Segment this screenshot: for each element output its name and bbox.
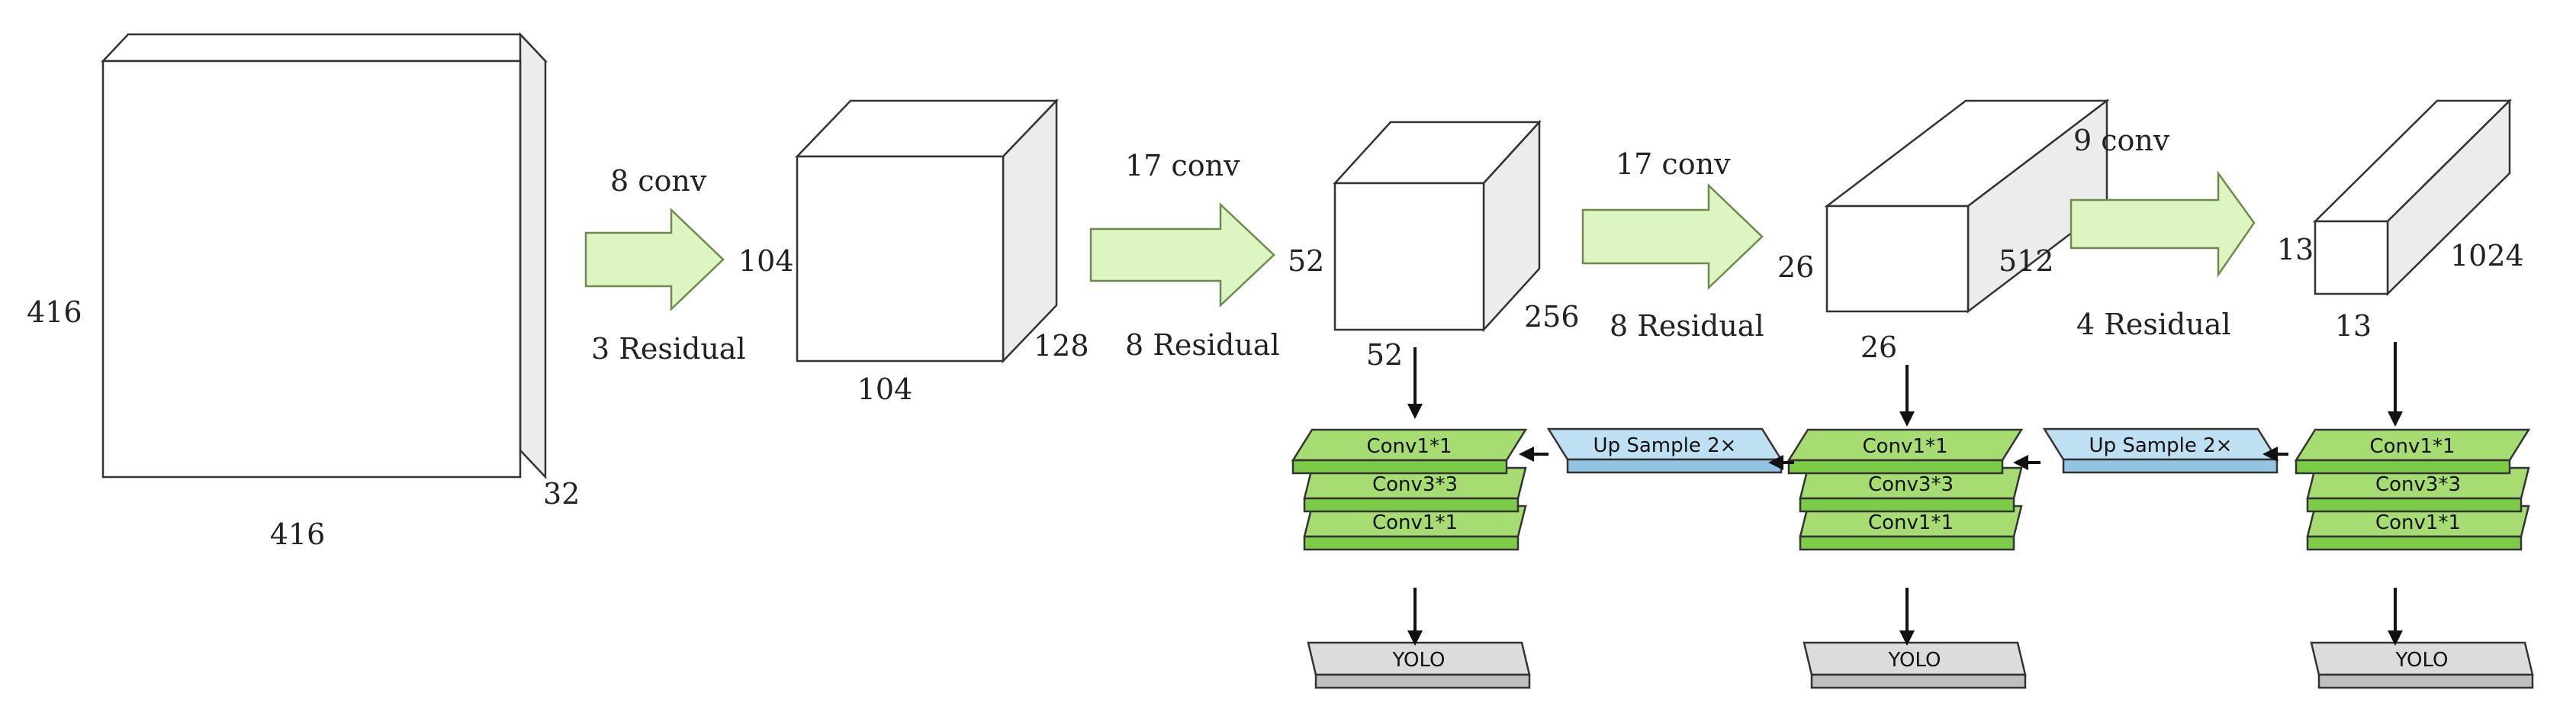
- plate-front-face: [1314, 673, 1531, 689]
- yolo-output: YOLO: [1307, 641, 1531, 689]
- conv-layer-1: Conv1*1: [2294, 428, 2531, 475]
- stage-arrow-4: 9 conv 4 Residual: [2069, 124, 2256, 341]
- plate-front-face: [1810, 673, 2027, 689]
- stage-arrow-shape: [2069, 170, 2256, 279]
- plate-label: Conv3*3: [1868, 473, 1954, 496]
- yolo-output: YOLO: [1803, 641, 2027, 689]
- fm2-channels-label: 256: [1524, 300, 1580, 334]
- feature-map-104: 104 104 128: [738, 98, 1089, 406]
- cube-front-face: [1825, 205, 1970, 313]
- fm1-width-label: 104: [857, 372, 913, 406]
- plate-label: Conv3*3: [2375, 473, 2461, 496]
- conv-layer-3: Conv1*1: [1799, 505, 2023, 551]
- stage-arrow-shape: [1581, 183, 1764, 290]
- conv-layer-1: Conv1*1: [1291, 428, 1528, 475]
- cube-side-face: [519, 31, 547, 480]
- stage-1-conv-label: 8 conv: [610, 164, 707, 198]
- fm4-channels-label: 1024: [2450, 239, 2524, 272]
- cube-front-face: [796, 155, 1005, 363]
- conv-layer-3: Conv1*1: [2306, 505, 2530, 551]
- cube-front-face: [2314, 220, 2389, 295]
- fm2-width-label: 52: [1366, 338, 1403, 372]
- fm3-width-label: 26: [1860, 330, 1897, 364]
- plate-front-face: [1799, 535, 2015, 551]
- plate-front-face: [2306, 497, 2523, 513]
- stage-3-conv-label: 17 conv: [1616, 147, 1731, 181]
- plate-label: Conv1*1: [1372, 511, 1458, 534]
- plate-front-face: [2295, 459, 2511, 475]
- stage-arrow-1: 8 conv 3 Residual: [584, 164, 746, 366]
- plate-front-face: [1799, 497, 2015, 513]
- plate-front-face: [1291, 459, 1508, 475]
- feature-map-input: 416 416 32: [27, 31, 580, 551]
- feature-map-26: 26 26 512: [1777, 98, 2110, 364]
- plate-label: Conv1*1: [1862, 435, 1947, 458]
- upsample-block-2: Up Sample 2×: [2042, 427, 2279, 474]
- fm3-height-label: 26: [1777, 250, 1814, 284]
- cube-front-face: [101, 60, 522, 479]
- plate-label: Conv3*3: [1372, 473, 1458, 496]
- stage-arrow-3: 17 conv 8 Residual: [1581, 147, 1764, 343]
- stage-1-residual-label: 3 Residual: [591, 332, 746, 366]
- conv-layer-2: Conv3*3: [1799, 466, 2023, 513]
- plate-front-face: [1566, 458, 1783, 474]
- plate-label: Conv1*1: [1868, 511, 1954, 534]
- stage-2-conv-label: 17 conv: [1125, 149, 1240, 182]
- cube-front-face: [1333, 182, 1485, 331]
- feature-map-52: 52 52 256: [1288, 119, 1580, 372]
- fm1-height-label: 104: [738, 244, 794, 278]
- input-width-label: 416: [270, 517, 326, 551]
- conv-layer-2: Conv3*3: [1303, 466, 1527, 513]
- stage-4-conv-label: 9 conv: [2073, 124, 2170, 157]
- plate-label: Up Sample 2×: [2089, 434, 2233, 457]
- plate-label: YOLO: [1888, 649, 1941, 672]
- plate-front-face: [1303, 497, 1520, 513]
- stage-arrow-shape: [584, 208, 725, 311]
- stage-arrow-2: 17 conv 8 Residual: [1089, 149, 1280, 362]
- fm1-channels-label: 128: [1034, 329, 1089, 363]
- feature-map-13: 13 13 1024: [2277, 98, 2524, 343]
- upsample-block-1: Up Sample 2×: [1546, 427, 1783, 474]
- plate-front-face: [2062, 458, 2279, 474]
- fm2-height-label: 52: [1288, 244, 1324, 278]
- stage-arrow-shape: [1089, 202, 1275, 308]
- plate-label: Conv1*1: [1366, 435, 1452, 458]
- plate-front-face: [2306, 535, 2523, 551]
- conv-layer-2: Conv3*3: [2306, 466, 2530, 513]
- plate-label: Conv1*1: [2375, 511, 2461, 534]
- conv-layer-1: Conv1*1: [1786, 428, 2024, 475]
- stage-4-residual-label: 4 Residual: [2076, 308, 2231, 341]
- yolo-output: YOLO: [2310, 641, 2534, 689]
- input-height-label: 416: [27, 295, 82, 329]
- upsample-plate: Up Sample 2×: [2042, 427, 2279, 474]
- plate-label: YOLO: [1392, 649, 1446, 672]
- upsample-plate: Up Sample 2×: [1546, 427, 1783, 474]
- stage-3-residual-label: 8 Residual: [1610, 309, 1764, 343]
- cube-top-face: [101, 33, 548, 63]
- conv-layer-3: Conv1*1: [1303, 505, 1527, 551]
- plate-label: Conv1*1: [2369, 435, 2455, 458]
- input-channels-label: 32: [543, 477, 580, 511]
- plate-front-face: [1303, 535, 1520, 551]
- plate-front-face: [2317, 673, 2534, 689]
- fm4-height-label: 13: [2277, 233, 2314, 266]
- plate-label: Up Sample 2×: [1594, 434, 1737, 457]
- plate-front-face: [1787, 459, 2004, 475]
- plate-label: YOLO: [2395, 649, 2449, 672]
- fm3-channels-label: 512: [1999, 244, 2054, 278]
- stage-2-residual-label: 8 Residual: [1125, 328, 1280, 362]
- fm4-width-label: 13: [2335, 309, 2372, 343]
